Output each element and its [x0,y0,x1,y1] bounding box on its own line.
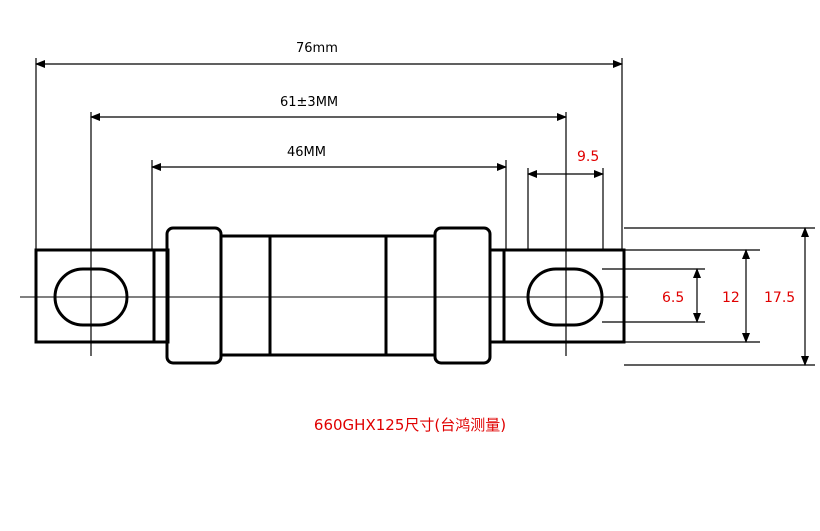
right-end-cap [433,226,492,365]
left-terminal-tab [34,248,170,344]
label-tab-length: 9.5 [577,149,599,165]
drawing-caption: 660GHX125尺寸(台鸿测量) [313,416,507,434]
label-body-length: 46MM [287,145,326,160]
label-tab-centers: 61±3MM [280,95,338,110]
right-mounting-slot [526,267,604,327]
label-tab-width: 12 [722,290,740,306]
fuse-body [165,226,492,365]
right-terminal-tab [488,248,626,344]
label-slot-width: 6.5 [662,290,684,306]
label-overall: 76mm [296,41,338,56]
ceramic-barrel [219,234,437,357]
label-body-diameter: 17.5 [764,290,795,306]
left-end-cap [165,226,223,365]
extension-lines [35,58,815,366]
